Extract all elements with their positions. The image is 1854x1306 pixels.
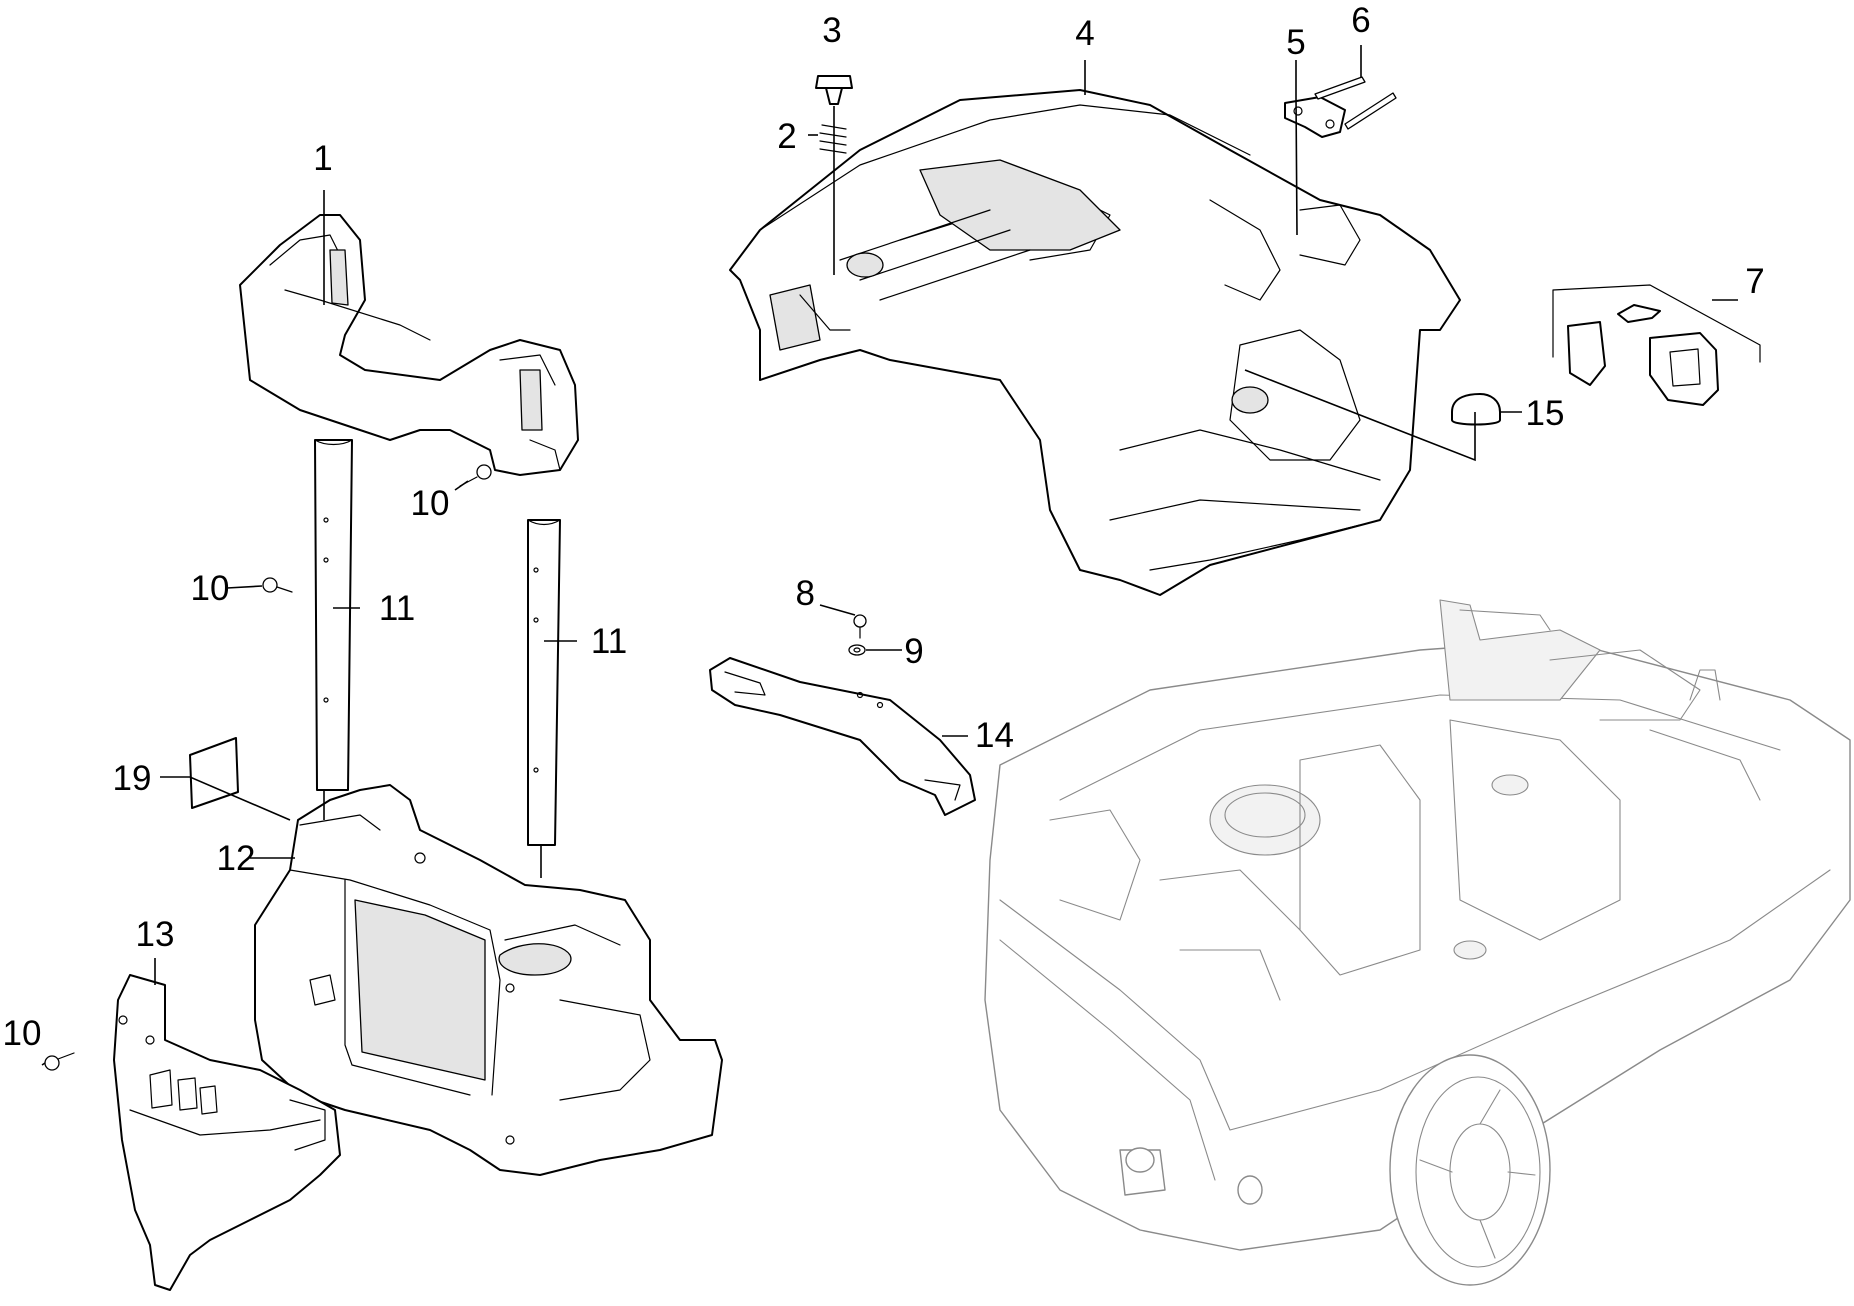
base-chassis	[984, 599, 1851, 1286]
callout-1: 1	[313, 139, 332, 178]
label-part-19	[189, 737, 239, 809]
front-cover-part-13	[113, 974, 341, 1291]
handle-part-1	[239, 214, 579, 476]
tube-left-part-11	[314, 439, 353, 791]
rear-housing-part-12	[254, 784, 723, 1176]
hood-cover-part-4	[729, 89, 1461, 596]
callout-2: 2	[777, 117, 796, 156]
callout-11-a: 11	[379, 589, 415, 628]
washer-part-9	[848, 644, 866, 656]
bracket-part-14	[709, 657, 976, 816]
callout-labels: 1 2 3 4 5 6 7 8 9 10 10 10 11 11 12 13 1…	[3, 1, 1765, 1053]
tube-right-part-11	[527, 519, 561, 846]
knob-part-3	[815, 75, 853, 105]
cap-part-15	[1451, 393, 1501, 426]
callout-14: 14	[975, 716, 1014, 755]
screw-part-10-c	[44, 1052, 75, 1071]
callout-8: 8	[796, 574, 815, 613]
callout-10-b: 10	[191, 569, 230, 608]
spring-part-2	[819, 124, 847, 154]
callout-19: 19	[113, 759, 152, 798]
callout-4: 4	[1075, 14, 1094, 53]
callout-12: 12	[217, 839, 256, 878]
callout-11-b: 11	[591, 622, 627, 661]
callout-3: 3	[822, 11, 841, 50]
screw-part-10-b	[262, 577, 293, 593]
latch-part-5	[1284, 96, 1346, 138]
callout-7: 7	[1745, 262, 1764, 301]
callout-15: 15	[1526, 394, 1565, 433]
connector-part-7	[1552, 284, 1761, 406]
callout-5: 5	[1286, 23, 1305, 62]
callout-9: 9	[904, 632, 923, 671]
pins-part-6	[1314, 76, 1397, 130]
leader-lines	[41, 45, 1738, 1066]
screw-part-8	[853, 614, 867, 639]
callout-6: 6	[1351, 1, 1370, 40]
callout-10-a: 10	[411, 484, 450, 523]
callout-13: 13	[136, 915, 175, 954]
callout-10-c: 10	[3, 1014, 42, 1053]
